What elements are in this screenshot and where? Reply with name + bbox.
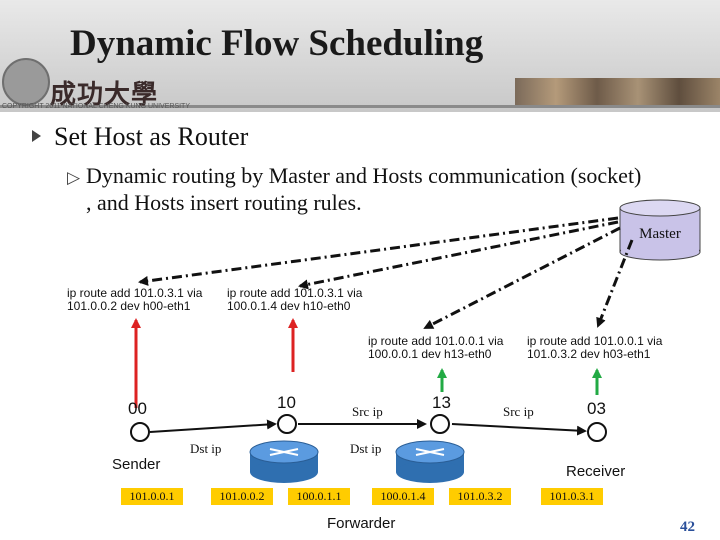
forwarder-label: Forwarder [327, 515, 396, 532]
master-to-h03-arrow [596, 239, 634, 328]
link-13-03 [451, 423, 587, 436]
sender-label: Sender [112, 456, 161, 473]
master-label: Master [639, 226, 681, 242]
slide-title: Dynamic Flow Scheduling [70, 23, 484, 64]
master-to-h00-arrow [138, 216, 619, 286]
src-ip-label-2: Src ip [503, 404, 534, 419]
route-h03-line1: ip route add 101.0.0.1 via [527, 334, 663, 348]
route-h10-line1: ip route add 101.0.3.1 via [227, 286, 363, 300]
master-to-h13-arrow [423, 226, 621, 330]
bullet-triangle-icon [32, 130, 41, 142]
router-right-icon [395, 440, 465, 483]
ip-box-101-0-3-2: 101.0.3.2 [449, 488, 511, 505]
copyright-text: COPYRIGHT 2011 NATIONAL CHENG KUNG UNIVE… [2, 103, 191, 110]
master-database-icon [619, 199, 701, 261]
bullet-level2-line2: , and Hosts insert routing rules. [86, 190, 362, 215]
receiver-label: Receiver [566, 463, 626, 480]
route-h13: ip route add 101.0.0.1 via 100.0.0.1 dev… [368, 335, 503, 361]
banner-divider [0, 105, 720, 108]
campus-photo-strip [515, 78, 720, 105]
node-13-label: 13 [432, 393, 451, 412]
master-to-h10-arrow [298, 220, 619, 290]
bullet-level2-line1: Dynamic routing by Master and Hosts comm… [86, 163, 642, 188]
university-name-logo: 成功大學 [50, 80, 159, 109]
route-h00-line1: ip route add 101.0.3.1 via [67, 286, 203, 300]
route-h03-line2: 101.0.3.2 dev h03-eth1 [527, 347, 651, 361]
host-13-icon [430, 414, 450, 434]
host-03-icon [587, 422, 607, 442]
node-10-label: 10 [277, 393, 296, 412]
bullet-hollow-triangle-icon: ▷ [67, 168, 81, 188]
host-10-icon [277, 414, 297, 434]
host-00-icon [130, 422, 150, 442]
route-h03: ip route add 101.0.0.1 via 101.0.3.2 dev… [527, 335, 662, 361]
route-h10: ip route add 101.0.3.1 via 100.0.1.4 dev… [227, 287, 362, 313]
link-00-10 [149, 419, 277, 433]
dst-ip-label-1: Dst ip [190, 441, 222, 456]
node-03-label: 03 [587, 399, 606, 418]
router-left-icon [249, 440, 319, 483]
route-h13-line2: 100.0.0.1 dev h13-eth0 [368, 347, 492, 361]
ip-box-101-0-0-2: 101.0.0.2 [211, 488, 273, 505]
ip-box-101-0-3-1: 101.0.3.1 [541, 488, 603, 505]
route-h10-line2: 100.0.1.4 dev h10-eth0 [227, 299, 351, 313]
dst-ip-label-2: Dst ip [350, 441, 382, 456]
node-00-label: 00 [128, 399, 147, 418]
bullet-level1: Set Host as Router [54, 122, 249, 151]
ip-box-100-0-1-1: 100.0.1.1 [288, 488, 350, 505]
page-number: 42 [680, 519, 695, 535]
university-emblem-icon [2, 58, 50, 106]
route-h00: ip route add 101.0.3.1 via 101.0.0.2 dev… [67, 287, 202, 313]
ip-box-100-0-1-4: 100.0.1.4 [372, 488, 434, 505]
route-h00-line2: 101.0.0.2 dev h00-eth1 [67, 299, 191, 313]
src-ip-label-1: Src ip [352, 404, 383, 419]
ip-box-101-0-0-1: 101.0.0.1 [121, 488, 183, 505]
route-h13-line1: ip route add 101.0.0.1 via [368, 334, 504, 348]
